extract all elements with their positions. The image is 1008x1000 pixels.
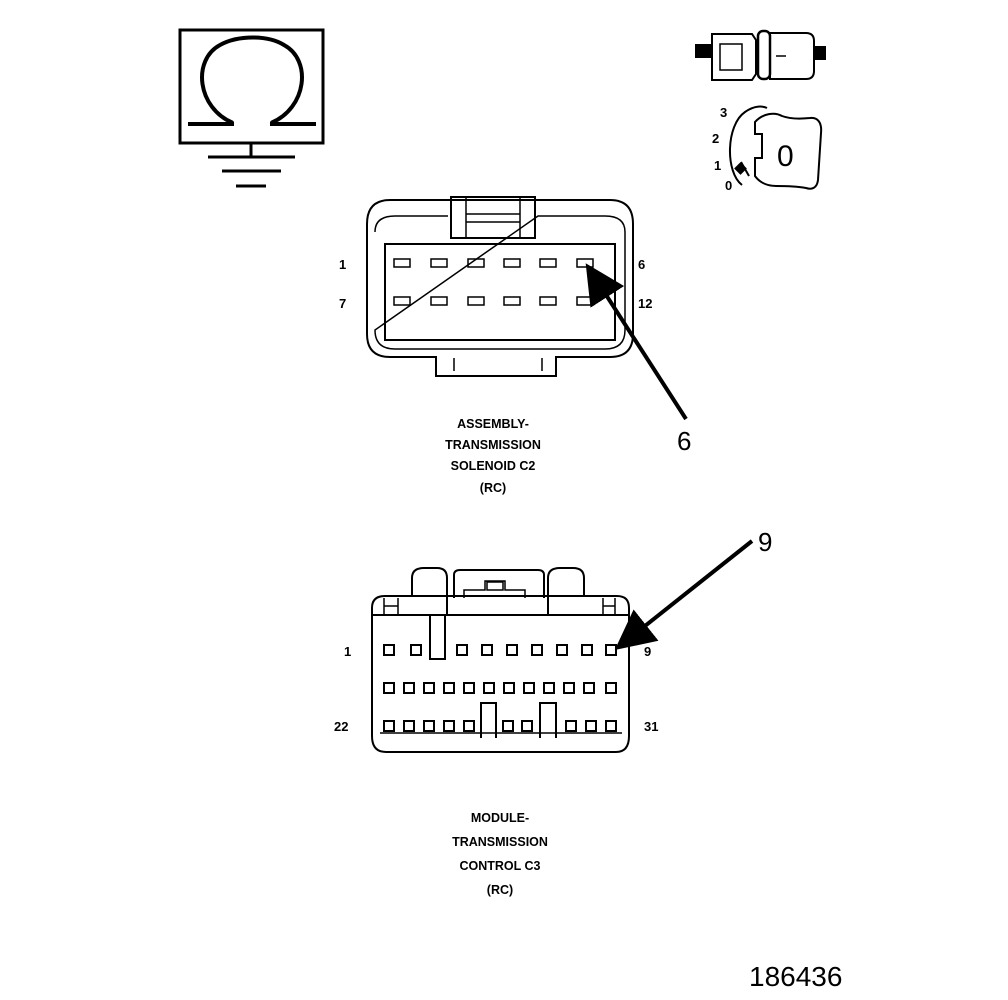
ground-icon bbox=[208, 143, 295, 188]
callout-arrow-6 bbox=[585, 263, 688, 421]
pin-row-bottom bbox=[393, 296, 594, 306]
pin-label-1: 1 bbox=[339, 257, 346, 272]
switch-position-3: 3 bbox=[720, 105, 727, 120]
pin-label-6: 6 bbox=[638, 257, 645, 272]
caption-line: (RC) bbox=[487, 883, 513, 897]
callout-label-6: 6 bbox=[677, 426, 691, 456]
pin-label-9: 9 bbox=[644, 644, 651, 659]
pin-label-31: 31 bbox=[644, 719, 658, 734]
caption-tcm-c3: MODULE- TRANSMISSION CONTROL C3 (RC) bbox=[452, 811, 548, 897]
pin-label-12: 12 bbox=[638, 296, 652, 311]
connector-tcm-c3: 1 9 22 31 9 bbox=[334, 527, 772, 753]
caption-line: ASSEMBLY- bbox=[457, 417, 529, 431]
pin-row-1 bbox=[383, 644, 617, 656]
pin-row-3 bbox=[383, 720, 617, 732]
caption-line: TRANSMISSION bbox=[445, 438, 541, 452]
pin-label-7: 7 bbox=[339, 296, 346, 311]
figure-id: 186436 bbox=[749, 961, 842, 992]
caption-solenoid-c2: ASSEMBLY- TRANSMISSION SOLENOID C2 (RC) bbox=[445, 417, 541, 495]
key-side-icon bbox=[695, 29, 826, 81]
connector-solenoid-c2: 1 6 7 12 6 bbox=[339, 196, 691, 456]
pin-label-1: 1 bbox=[344, 644, 351, 659]
switch-position-1: 1 bbox=[714, 158, 721, 173]
caption-line: TRANSMISSION bbox=[452, 835, 548, 849]
switch-position-0: 0 bbox=[725, 178, 732, 193]
switch-position-2: 2 bbox=[712, 131, 719, 146]
ignition-switch: 3 2 1 0 0 bbox=[712, 105, 823, 193]
callout-arrow-9 bbox=[614, 539, 754, 650]
ohm-icon bbox=[188, 35, 316, 126]
pin-label-22: 22 bbox=[334, 719, 348, 734]
caption-line: CONTROL C3 bbox=[459, 859, 540, 873]
ohmmeter-symbol bbox=[178, 28, 325, 188]
key-position-label: 0 bbox=[777, 140, 794, 173]
caption-line: SOLENOID C2 bbox=[451, 459, 536, 473]
pin-row-2 bbox=[383, 682, 617, 694]
pin-row-top bbox=[393, 258, 594, 268]
caption-line: MODULE- bbox=[471, 811, 529, 825]
callout-label-9: 9 bbox=[758, 527, 772, 557]
caption-line: (RC) bbox=[480, 481, 506, 495]
